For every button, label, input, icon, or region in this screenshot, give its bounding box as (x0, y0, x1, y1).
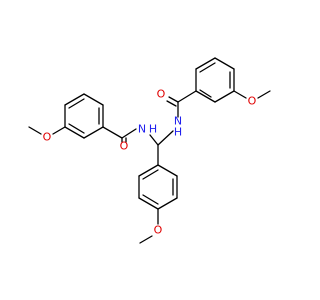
left-benzoyl-ring (64, 93, 104, 139)
molecule-structure-diagram: O O N H O N H O O (28, 57, 271, 244)
amide-hydrogen-left: H (149, 123, 157, 136)
bottom-phenyl-ring (138, 164, 178, 210)
amide-nitrogen-left: N (138, 123, 146, 136)
carbonyl-oxygen-left: O (120, 140, 129, 153)
right-methoxy-group (233, 90, 271, 99)
right-benzoyl-ring (195, 57, 235, 103)
amide-nitrogen-right: N (174, 115, 182, 128)
left-amide-bonds (102, 126, 137, 143)
methoxy-oxygen-bottom: O (154, 224, 163, 237)
carbonyl-oxygen-right: O (157, 88, 166, 101)
methoxy-oxygen-right: O (248, 95, 257, 108)
left-methoxy-group (28, 126, 66, 135)
amide-hydrogen-right: H (174, 126, 182, 139)
right-carbonyl-group (166, 90, 197, 118)
methoxy-oxygen-left: O (43, 131, 52, 144)
bottom-methoxy-group (139, 208, 159, 244)
central-methine-bonds (149, 130, 174, 166)
